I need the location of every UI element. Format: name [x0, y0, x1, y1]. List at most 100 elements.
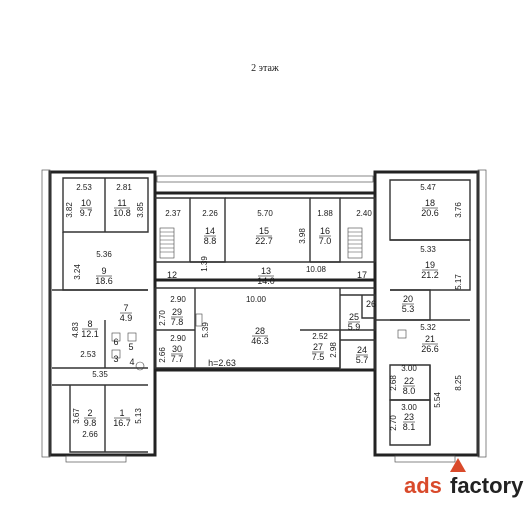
room-24-label: 245.7 [356, 345, 369, 365]
dim: 2.66 [158, 347, 167, 363]
dim: 5.35 [92, 370, 108, 379]
dim: 5.33 [420, 245, 436, 254]
dim: 2.53 [80, 350, 96, 359]
svg-text:20.6: 20.6 [421, 208, 439, 218]
svg-text:14: 14 [205, 226, 215, 236]
room-2-label: 29.8 [84, 408, 97, 428]
dim: 5.70 [257, 209, 273, 218]
svg-text:10: 10 [81, 198, 91, 208]
dim: 2.40 [356, 209, 372, 218]
dim: 3.85 [136, 202, 145, 218]
svg-text:5.3: 5.3 [402, 304, 415, 314]
svg-text:11: 11 [117, 198, 126, 208]
room-26-label: 26 [366, 299, 376, 309]
svg-text:9.7: 9.7 [80, 208, 93, 218]
svg-text:14.0: 14.0 [257, 276, 275, 286]
dim: 3.98 [298, 228, 307, 244]
svg-text:13: 13 [261, 266, 271, 276]
interior-walls [52, 177, 471, 453]
logo-roof-icon [450, 458, 466, 472]
svg-text:8.8: 8.8 [204, 236, 217, 246]
svg-text:5.9: 5.9 [348, 322, 361, 332]
svg-text:26.6: 26.6 [421, 344, 439, 354]
svg-text:2: 2 [87, 408, 92, 418]
room-6-label: 6 [113, 337, 118, 347]
dim: 3.76 [454, 202, 463, 218]
svg-text:15: 15 [259, 226, 269, 236]
room-20-label: 205.3 [402, 294, 415, 314]
dim: 5.47 [420, 183, 436, 192]
dim: 2.81 [116, 183, 132, 192]
room-4-label: 4 [129, 357, 134, 367]
dim: 5.17 [454, 274, 463, 290]
room-22-label: 228.0 [403, 376, 416, 396]
svg-text:22.7: 22.7 [255, 236, 273, 246]
dim: 2.98 [329, 342, 338, 358]
svg-text:30: 30 [172, 344, 182, 354]
room-17-label: 17 [357, 270, 367, 280]
dim: 2.26 [202, 209, 218, 218]
stairs [159, 227, 363, 259]
room-9-label: 918.6 [95, 266, 113, 286]
svg-text:10.8: 10.8 [113, 208, 131, 218]
dim: 2.90 [170, 334, 186, 343]
room-23-label: 238.1 [403, 412, 416, 432]
dim: 2.70 [158, 310, 167, 326]
room-5-label: 5 [128, 342, 133, 352]
dim: 5.13 [134, 408, 143, 424]
room-1-label: 116.7 [113, 408, 131, 428]
svg-text:22: 22 [404, 376, 414, 386]
svg-text:18.6: 18.6 [95, 276, 113, 286]
dim: 3.00 [401, 364, 417, 373]
dim: 2.53 [76, 183, 92, 192]
svg-text:16: 16 [320, 226, 330, 236]
dim: 3.82 [65, 202, 74, 218]
dim: 5.36 [96, 250, 112, 259]
dim: 2.68 [389, 375, 398, 391]
svg-text:28: 28 [255, 326, 265, 336]
room-16-label: 167.0 [319, 226, 332, 246]
watermark-logo: ads factory [404, 458, 524, 498]
dim: 5.54 [433, 392, 442, 408]
svg-text:8.0: 8.0 [403, 386, 416, 396]
svg-text:25: 25 [349, 312, 359, 322]
dim: 5.39 [201, 322, 210, 338]
room-14-label: 148.8 [204, 226, 217, 246]
svg-text:16.7: 16.7 [113, 418, 131, 428]
svg-text:24: 24 [357, 345, 367, 355]
room-3-label: 3 [113, 354, 118, 364]
watermark-factory: factory [450, 473, 524, 498]
svg-text:7.0: 7.0 [319, 236, 332, 246]
room-12-label: 12 [167, 270, 177, 280]
svg-text:8: 8 [87, 319, 92, 329]
room-7-label: 74.9 [120, 303, 133, 323]
room-27-label: 277.5 [312, 342, 325, 362]
dim: 3.00 [401, 403, 417, 412]
svg-text:23: 23 [404, 412, 414, 422]
room-25-label: 255.9 [348, 312, 361, 332]
svg-text:19: 19 [425, 260, 435, 270]
dim: 3.24 [73, 264, 82, 280]
svg-text:7.8: 7.8 [171, 317, 184, 327]
svg-text:12.1: 12.1 [81, 329, 99, 339]
dim: 10.00 [246, 295, 267, 304]
svg-text:29: 29 [172, 307, 182, 317]
facade-outline [41, 169, 487, 463]
dim: 2.70 [389, 415, 398, 431]
floor-title: 2 этаж [251, 63, 279, 74]
dim: 1.39 [200, 256, 209, 272]
room-29-label: 297.8 [171, 307, 184, 327]
dim: 2.66 [82, 430, 98, 439]
dim: 10.08 [306, 265, 327, 274]
dim: 2.90 [170, 295, 186, 304]
svg-text:21.2: 21.2 [421, 270, 439, 280]
